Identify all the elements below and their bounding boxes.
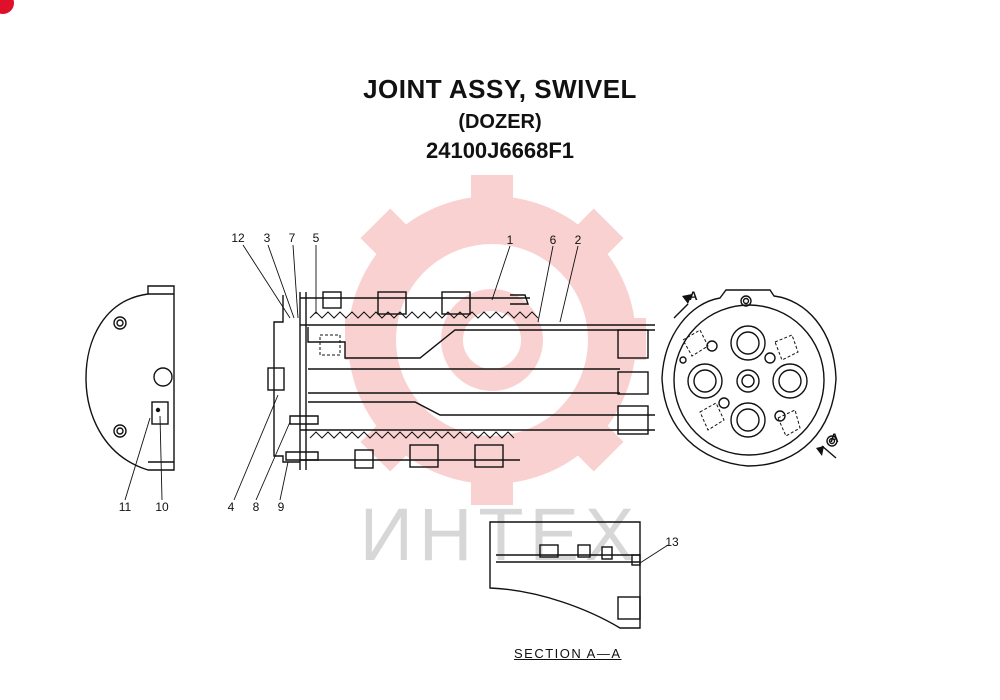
callout-1: 1 [507,233,514,247]
part-number: 24100J6668F1 [425,138,575,163]
section-arrow-label-bottom: A [830,431,839,445]
right-end-view [661,289,838,467]
section-aa-view [489,521,641,629]
title-block: JOINT ASSY, SWIVEL (DOZER) 24100J6668F1 [0,74,1000,164]
corner-badge-icon [0,0,14,14]
watermark-gear-icon [345,175,646,505]
watermark-text: ИНТЕХ [360,493,641,576]
callout-8: 8 [253,500,260,514]
callout-12: 12 [231,231,245,245]
callout-6: 6 [550,233,557,247]
callout-13: 13 [665,535,679,549]
main-section-view [267,291,655,470]
section-arrow-top-icon [682,294,692,304]
callout-5: 5 [313,231,320,245]
diagram-subtitle: (DOZER) [458,111,542,133]
callout-7: 7 [289,231,296,245]
callout-10: 10 [155,500,169,514]
section-arrow-bottom-icon [816,446,824,456]
leader-lines [124,244,669,564]
callout-3: 3 [264,231,271,245]
section-arrow-label-top: A [689,289,698,303]
callout-2: 2 [575,233,582,247]
diagram-title: JOINT ASSY, SWIVEL [363,74,637,104]
callout-4: 4 [228,500,235,514]
section-caption: SECTION A—A [514,646,622,661]
callout-9: 9 [278,500,285,514]
callout-11: 11 [119,500,132,514]
